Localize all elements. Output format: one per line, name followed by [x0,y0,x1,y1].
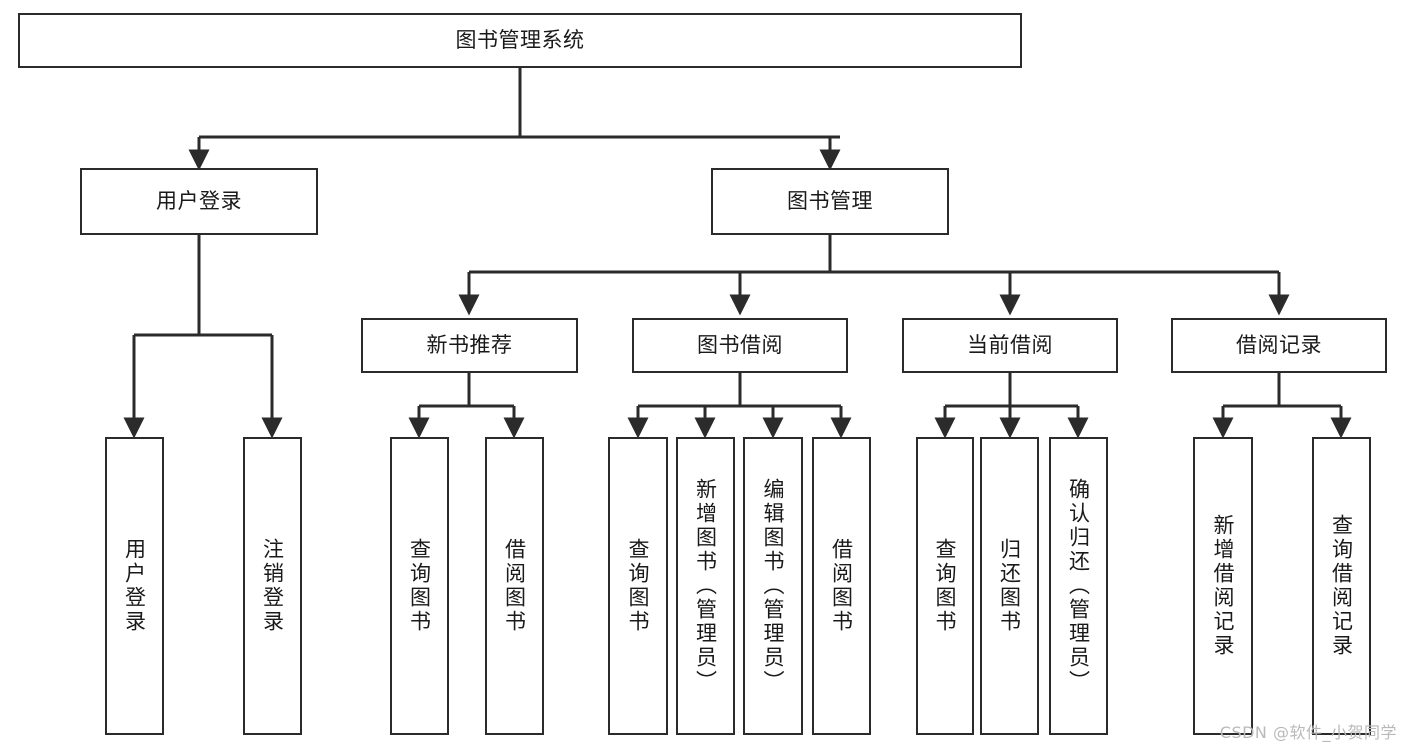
node-leaf-query-book-current-label: 查询图书 [933,538,958,634]
node-new-book-recommend-label: 新书推荐 [426,333,513,358]
node-leaf-return-book-label: 归还图书 [997,538,1022,634]
node-leaf-user-login[interactable]: 用户登录 [105,437,164,735]
node-current-borrow-label: 当前借阅 [967,333,1053,358]
node-book-management[interactable]: 图书管理 [711,168,949,235]
node-borrow-record-label: 借阅记录 [1236,333,1322,358]
node-leaf-borrow-book[interactable]: 借阅图书 [812,437,871,735]
node-leaf-borrow-book-new-label: 借阅图书 [502,538,527,634]
node-book-management-label: 图书管理 [787,189,873,214]
node-leaf-confirm-return-admin-label: 确认归还（管理员） [1066,478,1091,694]
node-leaf-query-book-borrow-label: 查询图书 [626,538,651,634]
node-new-book-recommend[interactable]: 新书推荐 [361,318,578,373]
node-leaf-confirm-return-admin[interactable]: 确认归还（管理员） [1049,437,1108,735]
node-leaf-borrow-book-new[interactable]: 借阅图书 [485,437,544,735]
node-root[interactable]: 图书管理系统 [18,13,1022,68]
node-leaf-edit-book-admin-label: 编辑图书（管理员） [761,478,786,694]
node-leaf-logout[interactable]: 注销登录 [243,437,302,735]
node-book-borrow[interactable]: 图书借阅 [632,318,848,373]
node-leaf-add-borrow-record[interactable]: 新增借阅记录 [1193,437,1253,735]
node-root-label: 图书管理系统 [455,28,585,53]
node-leaf-logout-label: 注销登录 [260,538,285,634]
node-book-borrow-label: 图书借阅 [697,333,783,358]
node-leaf-query-book-current[interactable]: 查询图书 [916,437,974,735]
node-leaf-add-book-admin[interactable]: 新增图书（管理员） [676,437,735,735]
node-borrow-record[interactable]: 借阅记录 [1171,318,1387,373]
node-leaf-add-book-admin-label: 新增图书（管理员） [693,478,718,694]
node-leaf-query-borrow-record-label: 查询借阅记录 [1329,514,1354,658]
node-leaf-query-book-borrow[interactable]: 查询图书 [608,437,668,735]
node-leaf-query-book-new-label: 查询图书 [407,538,432,634]
node-user-login-label: 用户登录 [156,189,242,214]
node-current-borrow[interactable]: 当前借阅 [902,318,1118,373]
node-user-login[interactable]: 用户登录 [80,168,318,235]
node-leaf-user-login-label: 用户登录 [122,538,147,634]
node-leaf-add-borrow-record-label: 新增借阅记录 [1211,514,1236,658]
node-leaf-query-book-new[interactable]: 查询图书 [390,437,449,735]
node-leaf-return-book[interactable]: 归还图书 [980,437,1039,735]
node-leaf-edit-book-admin[interactable]: 编辑图书（管理员） [743,437,803,735]
node-leaf-query-borrow-record[interactable]: 查询借阅记录 [1312,437,1371,735]
node-leaf-borrow-book-label: 借阅图书 [829,538,854,634]
